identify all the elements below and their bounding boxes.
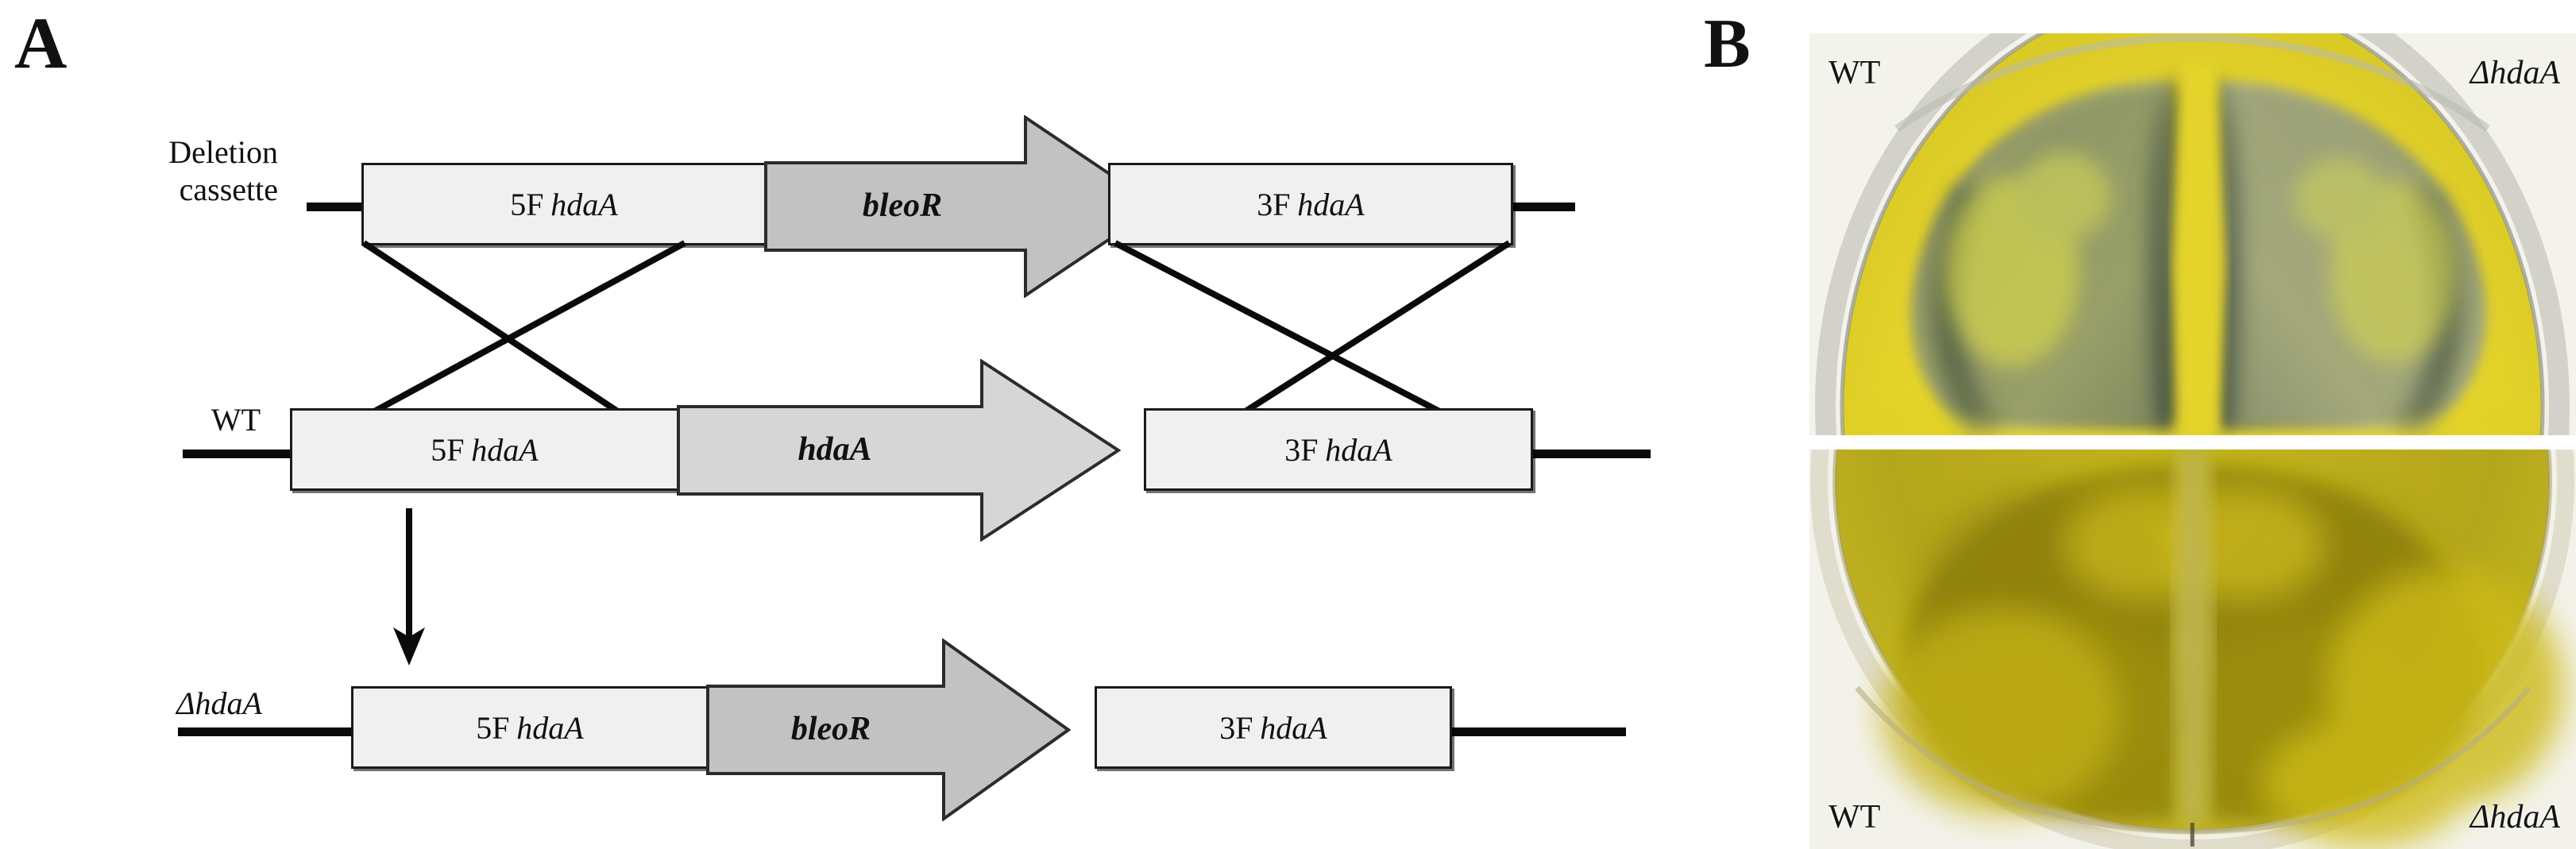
segment-gene: hdaA bbox=[471, 431, 539, 468]
row-label-wild-type: WT bbox=[210, 402, 261, 438]
flank-line-mutant-right bbox=[1450, 727, 1626, 736]
segment-mutant-bleor-arrow: bleoR bbox=[706, 639, 1071, 821]
petri-plate-obverse: WT ΔhdaA bbox=[1809, 33, 2576, 435]
flank-line-wt-left bbox=[183, 450, 294, 458]
segment-cassette-5f-hdaa: 5F hdaA bbox=[361, 163, 767, 245]
segment-gene: hdaA bbox=[550, 186, 618, 222]
segment-gene: hdaA bbox=[516, 709, 584, 746]
segment-cassette-bleor-arrow: bleoR bbox=[764, 115, 1161, 298]
segment-gene: hdaA bbox=[1260, 709, 1327, 746]
segment-prefix: 3F bbox=[1284, 431, 1319, 468]
plate-reverse-label-wt: WT bbox=[1829, 799, 1881, 835]
segment-prefix: 5F bbox=[476, 709, 510, 746]
segment-cassette-3f-hdaa: 3F hdaA bbox=[1108, 163, 1513, 245]
segment-prefix: 3F bbox=[1257, 186, 1291, 222]
flank-line-cassette-right bbox=[1513, 203, 1575, 211]
row-label-deletion-mutant: ΔhdaA bbox=[176, 685, 262, 721]
plate-reverse-label-mutant: ΔhdaA bbox=[2470, 799, 2560, 835]
row-label-deletion-cassette: Deletion cassette bbox=[168, 134, 278, 208]
petri-plate-reverse: WT ΔhdaA bbox=[1809, 450, 2576, 849]
segment-gene: hdaA bbox=[1297, 186, 1365, 222]
plate-reverse-image bbox=[1809, 450, 2576, 849]
segment-mutant-3f-hdaa: 3F hdaA bbox=[1095, 686, 1452, 769]
segment-wt-5f-hdaa: 5F hdaA bbox=[290, 408, 679, 491]
panel-b: B bbox=[1684, 0, 2576, 849]
panel-a-label: A bbox=[14, 2, 68, 83]
flank-line-wt-right bbox=[1533, 450, 1651, 458]
segment-gene-label: bleoR bbox=[863, 187, 942, 224]
plate-obverse-label-mutant: ΔhdaA bbox=[2470, 55, 2560, 91]
segment-gene-label: bleoR bbox=[791, 711, 871, 747]
segment-prefix: 3F bbox=[1219, 709, 1253, 746]
plate-obverse-label-wt: WT bbox=[1829, 55, 1881, 91]
segment-mutant-5f-hdaa: 5F hdaA bbox=[351, 686, 709, 769]
plate-obverse-image bbox=[1809, 33, 2576, 435]
segment-wt-3f-hdaa: 3F hdaA bbox=[1144, 408, 1533, 491]
panel-b-label: B bbox=[1704, 6, 1751, 83]
segment-prefix: 5F bbox=[431, 431, 465, 468]
flank-line-cassette-left bbox=[307, 203, 364, 211]
segment-wt-hdaa-arrow: hdaA bbox=[677, 359, 1121, 542]
segment-prefix: 5F bbox=[510, 186, 544, 222]
segment-gene: hdaA bbox=[1325, 431, 1392, 468]
flank-line-mutant-left bbox=[178, 727, 354, 736]
transformation-arrow bbox=[393, 508, 425, 666]
segment-gene-label: hdaA bbox=[798, 431, 871, 468]
panel-a: A Deletion cassette 5F hdaA bleoR 3F hda… bbox=[14, 2, 1651, 821]
